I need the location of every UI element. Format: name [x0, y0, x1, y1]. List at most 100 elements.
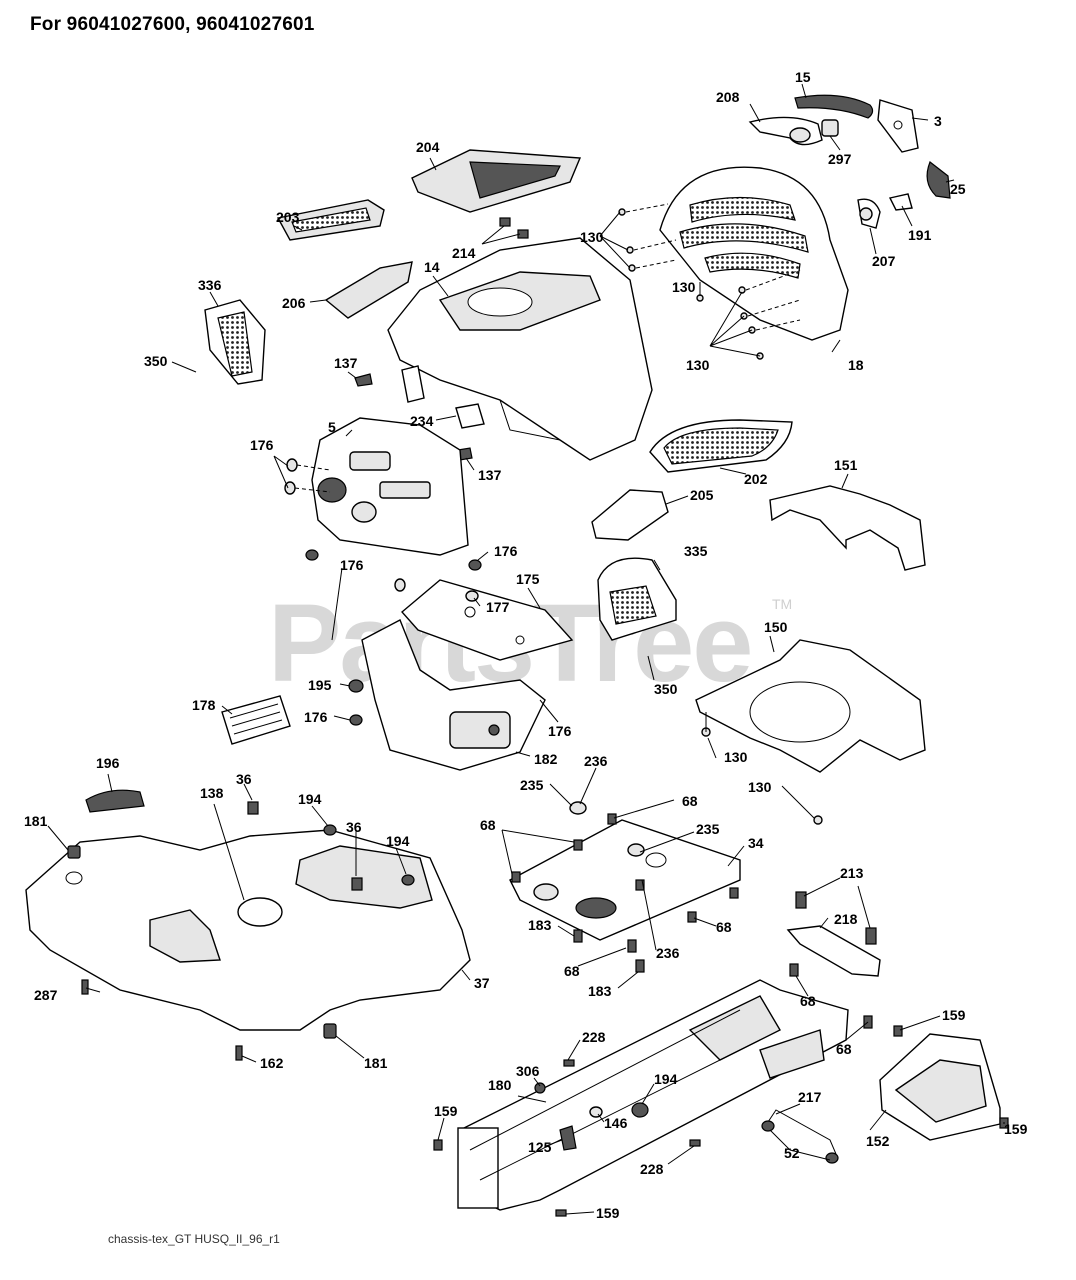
part-234-insulation	[401, 365, 485, 429]
label-178: 178	[192, 697, 216, 713]
diagram-code: chassis-tex_GT HUSQ_II_96_r1	[108, 1232, 280, 1246]
label-15: 15	[795, 69, 811, 85]
label-287: 287	[34, 987, 58, 1003]
label-125: 125	[528, 1139, 552, 1155]
label-130-e: 130	[748, 779, 772, 795]
part-36-bolts	[247, 801, 363, 891]
label-68-f: 68	[836, 1041, 852, 1057]
part-176-grommets	[284, 458, 482, 726]
label-68-e: 68	[800, 993, 816, 1009]
part-18-front-grille	[659, 166, 849, 341]
label-150: 150	[764, 619, 788, 635]
label-34: 34	[748, 835, 764, 851]
label-217: 217	[798, 1089, 822, 1105]
label-159-c: 159	[1004, 1121, 1028, 1137]
label-306: 306	[516, 1063, 540, 1079]
part-206-dash-insert	[324, 261, 413, 319]
label-182: 182	[534, 751, 558, 767]
part-177-clip	[465, 590, 479, 602]
part-207-headlight	[857, 198, 881, 229]
part-208-light-bracket	[748, 116, 823, 146]
part-297-clip	[821, 119, 839, 137]
leader-lines	[47, 83, 1005, 1215]
label-137-a: 137	[334, 355, 358, 371]
part-205-trim	[591, 489, 669, 541]
part-137-clip-a	[354, 373, 373, 387]
label-176-c: 176	[340, 557, 364, 573]
part-180-frame	[457, 979, 849, 1211]
label-176-e: 176	[548, 723, 572, 739]
label-196: 196	[96, 755, 120, 771]
part-287-162-screws	[81, 979, 243, 1061]
label-151: 151	[834, 457, 858, 473]
part-14-hood	[387, 237, 653, 461]
label-206: 206	[282, 295, 306, 311]
part-202-front-grille-insert	[649, 419, 793, 473]
label-3: 3	[934, 113, 942, 129]
watermark-trademark: TM	[772, 596, 793, 612]
label-236-a: 236	[584, 753, 608, 769]
label-176-b: 176	[494, 543, 518, 559]
label-181-b: 181	[364, 1055, 388, 1071]
label-181-a: 181	[24, 813, 48, 829]
label-205: 205	[690, 487, 714, 503]
label-130-c: 130	[686, 357, 710, 373]
label-336: 336	[198, 277, 222, 293]
label-36-a: 36	[236, 771, 252, 787]
label-137-b: 137	[478, 467, 502, 483]
label-68-b: 68	[480, 817, 496, 833]
part-178-vent-plate	[221, 695, 291, 745]
part-204-hood-top	[411, 149, 582, 213]
label-234: 234	[410, 413, 434, 429]
part-25-badge	[926, 161, 951, 199]
label-36-b: 36	[346, 819, 362, 835]
label-162: 162	[260, 1055, 284, 1071]
label-183-a: 183	[528, 917, 552, 933]
part-34-steering-plate	[509, 819, 741, 941]
label-235-a: 235	[520, 777, 544, 793]
label-138: 138	[200, 785, 224, 801]
part-labels: 15 208 3 297 204 25 191 207 203 214 14 1…	[24, 69, 1028, 1221]
label-180: 180	[488, 1077, 512, 1093]
part-15-trim-strip	[794, 94, 874, 119]
part-203-side-grille	[276, 199, 385, 241]
label-350-b: 350	[654, 681, 678, 697]
label-68-a: 68	[682, 793, 698, 809]
label-146: 146	[604, 1115, 628, 1131]
part-336-side-panel	[204, 299, 266, 385]
label-176-a: 176	[250, 437, 274, 453]
label-194-c: 194	[654, 1071, 678, 1087]
part-151-bracket	[769, 485, 926, 571]
label-159-d: 159	[596, 1205, 620, 1221]
part-217-rod	[761, 1109, 839, 1164]
part-5-dashboard	[311, 417, 469, 556]
label-25: 25	[950, 181, 966, 197]
label-194-a: 194	[298, 791, 322, 807]
label-191: 191	[908, 227, 932, 243]
label-68-c: 68	[716, 919, 732, 935]
label-175: 175	[516, 571, 540, 587]
part-3-emblem-bracket	[877, 99, 919, 153]
label-5: 5	[328, 419, 336, 435]
page-title: For 96041027600, 96041027601	[30, 14, 315, 35]
label-235-b: 235	[696, 821, 720, 837]
part-37-rear-body	[25, 829, 471, 1031]
label-194-b: 194	[386, 833, 410, 849]
part-214-clips	[499, 217, 529, 239]
label-195: 195	[308, 677, 332, 693]
label-335: 335	[684, 543, 708, 559]
part-181-caps	[67, 845, 337, 1039]
label-203: 203	[276, 209, 300, 225]
part-335-side-cover	[597, 557, 677, 641]
label-228-b: 228	[640, 1161, 664, 1177]
part-191-lens	[888, 193, 913, 211]
label-214: 214	[452, 245, 476, 261]
label-218: 218	[834, 911, 858, 927]
label-18: 18	[848, 357, 864, 373]
part-196-fuel-cover	[85, 789, 145, 813]
label-152: 152	[866, 1133, 890, 1149]
label-130-b: 130	[672, 279, 696, 295]
label-159-b: 159	[434, 1103, 458, 1119]
label-68-d: 68	[564, 963, 580, 979]
